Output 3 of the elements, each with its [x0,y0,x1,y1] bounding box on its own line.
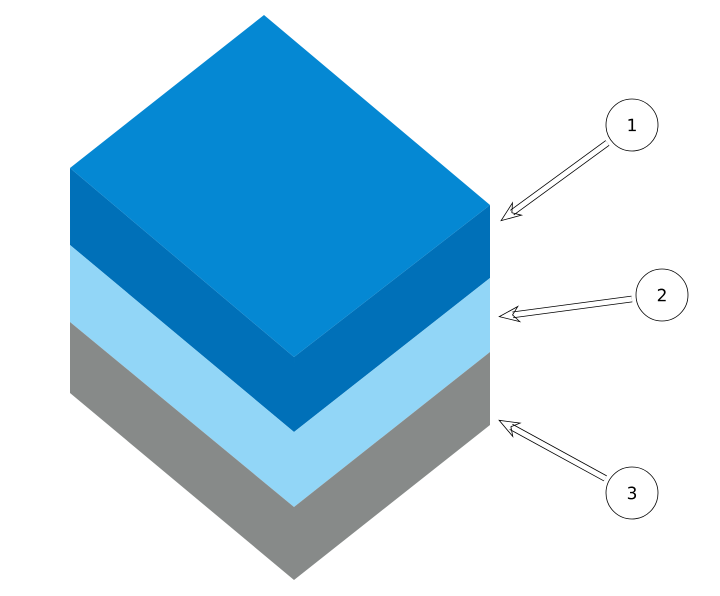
layer [70,245,490,507]
layer [70,322,490,580]
layer [70,15,490,432]
